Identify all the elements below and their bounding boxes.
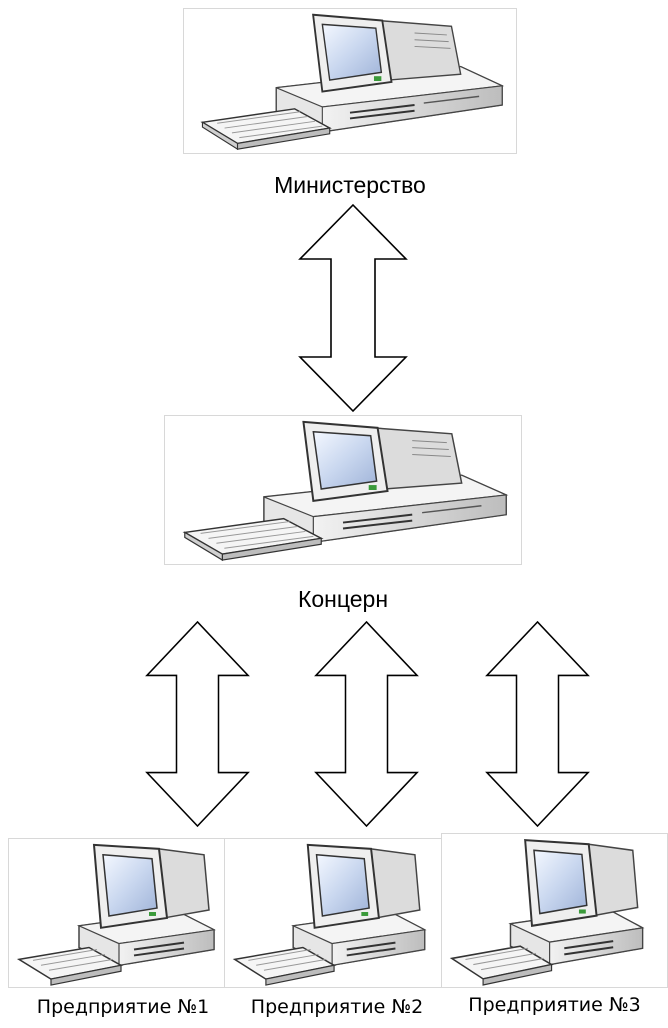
computer-icon [165, 416, 521, 564]
computer-icon [225, 839, 449, 987]
enterprise-3-computer [441, 833, 668, 988]
double-arrow-icon [145, 620, 250, 828]
computer-icon [442, 834, 667, 987]
computer-icon [9, 839, 239, 987]
double-arrow-icon [314, 620, 419, 828]
ministry-label: Министерство [274, 172, 426, 198]
concern-label: Концерн [297, 586, 389, 612]
enterprise-1-label: Предприятие №1 [36, 996, 210, 1018]
enterprise-2-computer [224, 838, 450, 988]
concern-computer [164, 415, 522, 565]
enterprise-2-label: Предприятие №2 [250, 996, 424, 1018]
enterprise-1-computer [8, 838, 240, 988]
enterprise-3-label: Предприятие №3 [468, 994, 641, 1016]
computer-icon [184, 9, 516, 153]
double-arrow-icon [298, 203, 408, 413]
ministry-computer [183, 8, 517, 154]
double-arrow-icon [485, 620, 590, 828]
